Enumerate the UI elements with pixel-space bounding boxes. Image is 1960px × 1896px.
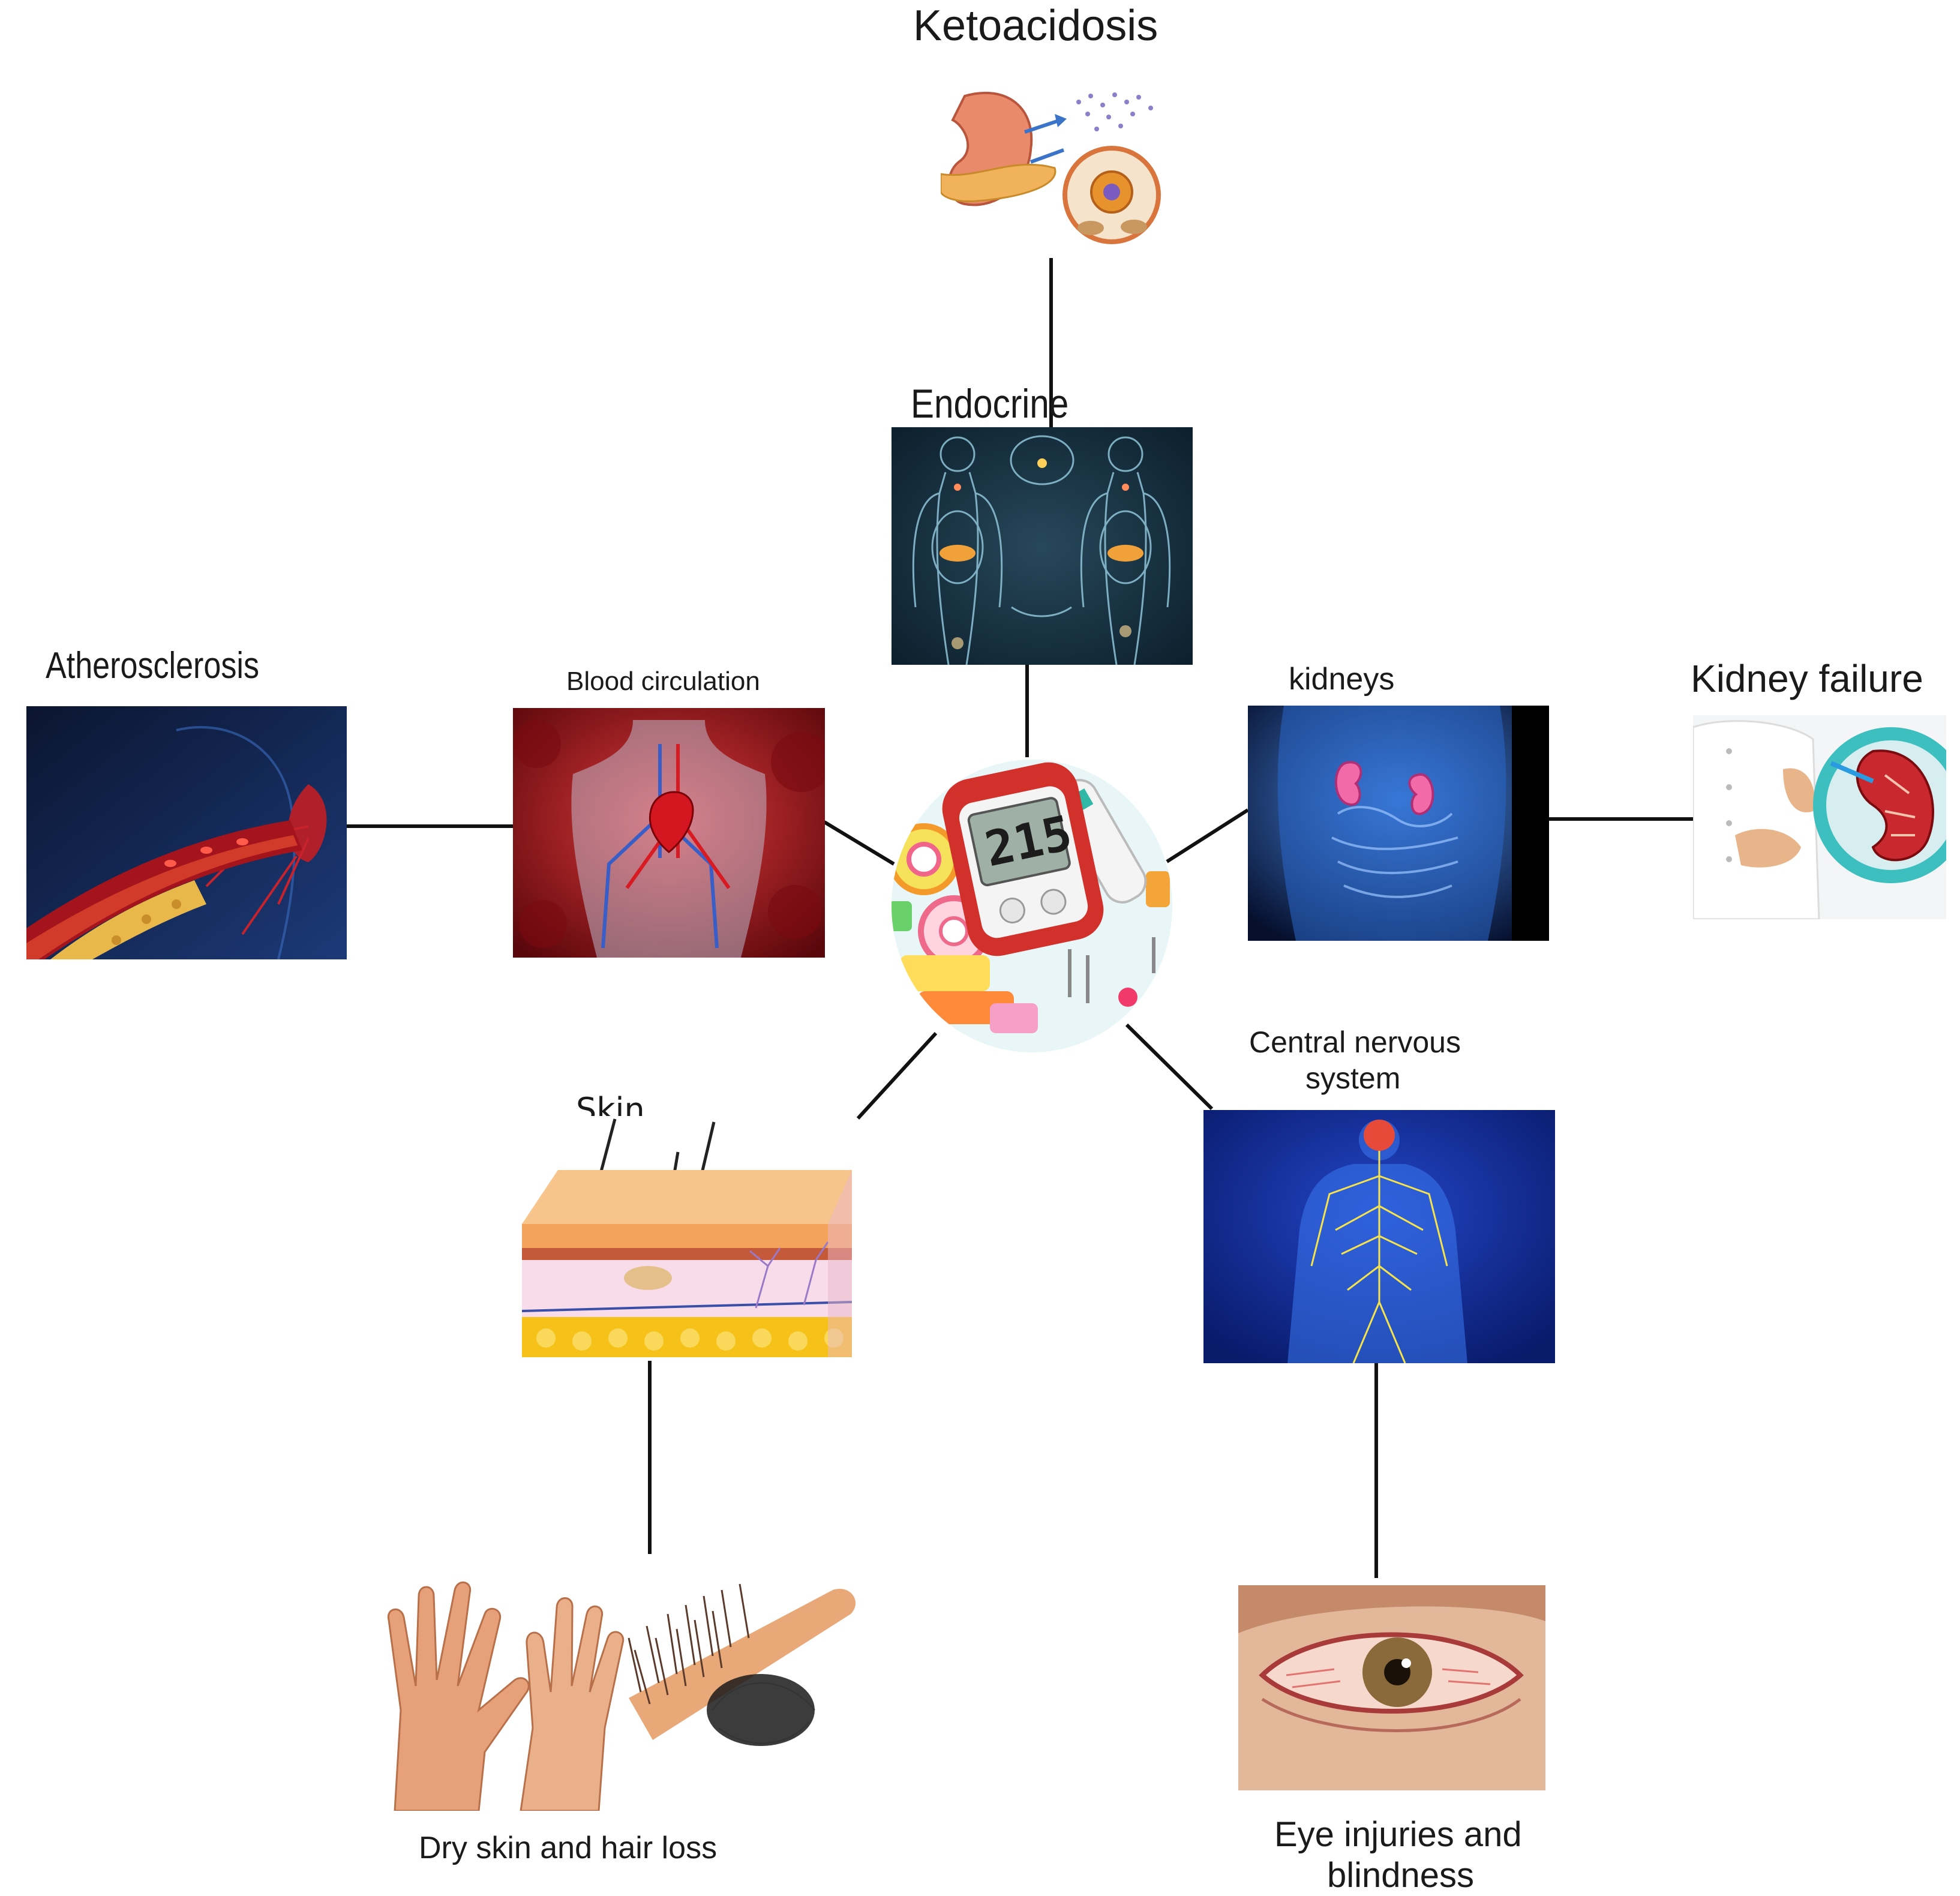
red-eye-icon [1238, 1585, 1545, 1790]
cns-label-line1: Central nervous [1249, 1025, 1461, 1059]
connector-blood-center [823, 820, 895, 866]
endocrine-label: Endocrine [911, 381, 1069, 427]
cns-label-line2: system [1305, 1061, 1401, 1095]
kidneys-icon [1248, 706, 1549, 941]
atherosclerosis-icon [26, 706, 347, 959]
kidney-failure-icon [1693, 715, 1946, 919]
atherosclerosis-label: Atherosclerosis [46, 645, 260, 686]
connector-center-cns [1125, 1023, 1214, 1111]
ketoacidosis-icon [941, 84, 1163, 255]
eye-label-line1: Eye injuries and [1274, 1815, 1522, 1854]
center-glucose-meter: 215 [888, 757, 1176, 1055]
dry-skin-hair-loss-icon [377, 1572, 858, 1811]
connector-center-skin [856, 1031, 938, 1120]
skin-icon [516, 1116, 853, 1357]
dry-skin-hair-loss-label: Dry skin and hair loss [419, 1831, 718, 1865]
ketoacidosis-label: Ketoacidosis [913, 2, 1158, 50]
blood-circulation-icon [513, 708, 825, 958]
kidney-failure-label: Kidney failure [1691, 657, 1923, 700]
blood-circulation-label: Blood circulation [566, 667, 760, 696]
endocrine-icon [892, 427, 1193, 665]
eye-label-line2: blindness [1327, 1856, 1475, 1895]
connector-center-kidneys [1166, 808, 1249, 863]
nervous-system-icon [1203, 1110, 1555, 1363]
glucose-meter-and-sweets-icon: 215 [892, 760, 1172, 1052]
kidneys-label: kidneys [1289, 662, 1395, 697]
